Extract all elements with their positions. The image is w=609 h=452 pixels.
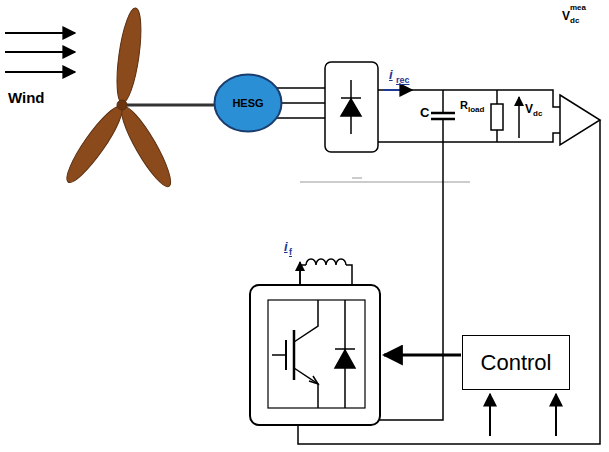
turbine-blade	[60, 101, 129, 188]
separator-dash	[352, 178, 362, 179]
current-arrow	[384, 89, 412, 91]
wind-arrow	[5, 71, 75, 73]
wire	[378, 133, 560, 142]
diode-triangle	[341, 99, 361, 116]
wind-label: Wind	[8, 90, 45, 105]
resistor-symbol	[491, 90, 503, 142]
shaft	[122, 104, 225, 107]
signal-name: i	[284, 240, 288, 253]
input-arrow	[555, 394, 557, 436]
current-arrow	[299, 262, 301, 284]
signal-name: V	[562, 10, 570, 22]
diode-triangle	[335, 350, 355, 368]
wire	[442, 90, 444, 113]
inductor-coil	[306, 259, 346, 265]
igbt-channel	[293, 330, 296, 380]
separator-line	[300, 182, 470, 183]
diode-bar	[335, 348, 355, 350]
igbt-symbol	[272, 300, 318, 408]
wire	[380, 142, 443, 420]
diode-symbol	[341, 80, 361, 134]
igbt-collector	[294, 300, 318, 342]
wire	[496, 130, 498, 142]
generator-ellipse: HESG	[213, 73, 283, 133]
wind-arrow	[5, 32, 75, 34]
control-box: Control	[462, 335, 570, 390]
component-label: C	[420, 106, 429, 119]
signal-name: V	[525, 103, 533, 115]
wire	[496, 90, 498, 104]
capacitor-symbol	[431, 90, 455, 142]
rectifier-box	[325, 62, 378, 152]
input-arrow	[489, 394, 491, 436]
turbine	[60, 7, 178, 192]
igbt-emitter	[294, 368, 318, 408]
inductor-symbol	[300, 259, 352, 285]
gate-signal-arrow	[384, 354, 461, 357]
component-subscript: load	[468, 106, 484, 114]
resistor-body	[491, 104, 503, 130]
converter-inner	[268, 300, 365, 408]
turbine-blade	[112, 7, 145, 105]
amplifier-triangle	[560, 95, 600, 145]
wire	[300, 265, 306, 285]
wind-arrows	[5, 33, 75, 72]
turbine-hub	[117, 100, 127, 110]
wire	[346, 265, 352, 285]
signal-superscript: mea	[570, 4, 586, 12]
component-label: R	[460, 100, 468, 111]
freewheel-diode	[335, 300, 355, 408]
turbine-blade	[114, 102, 177, 192]
voltage-arrow	[518, 97, 520, 138]
converter-box	[250, 285, 380, 425]
node-text: HESG	[232, 97, 263, 109]
signal-subscript: rec	[396, 76, 410, 85]
igbt-arrow	[309, 376, 318, 384]
wire	[442, 119, 444, 142]
signal-subscript: f	[289, 248, 292, 257]
igbt-gate-lead	[272, 354, 286, 356]
signal-name: i	[389, 68, 393, 81]
wind-arrow	[5, 51, 75, 53]
signal-subscript: dc	[570, 17, 579, 25]
generator-ellipse	[215, 75, 282, 132]
capacitor-plate	[431, 112, 455, 115]
signal-subscript: dc	[533, 110, 542, 118]
node-text: Control	[481, 350, 552, 376]
diode-bar	[341, 97, 361, 99]
dc-bus	[378, 90, 560, 142]
